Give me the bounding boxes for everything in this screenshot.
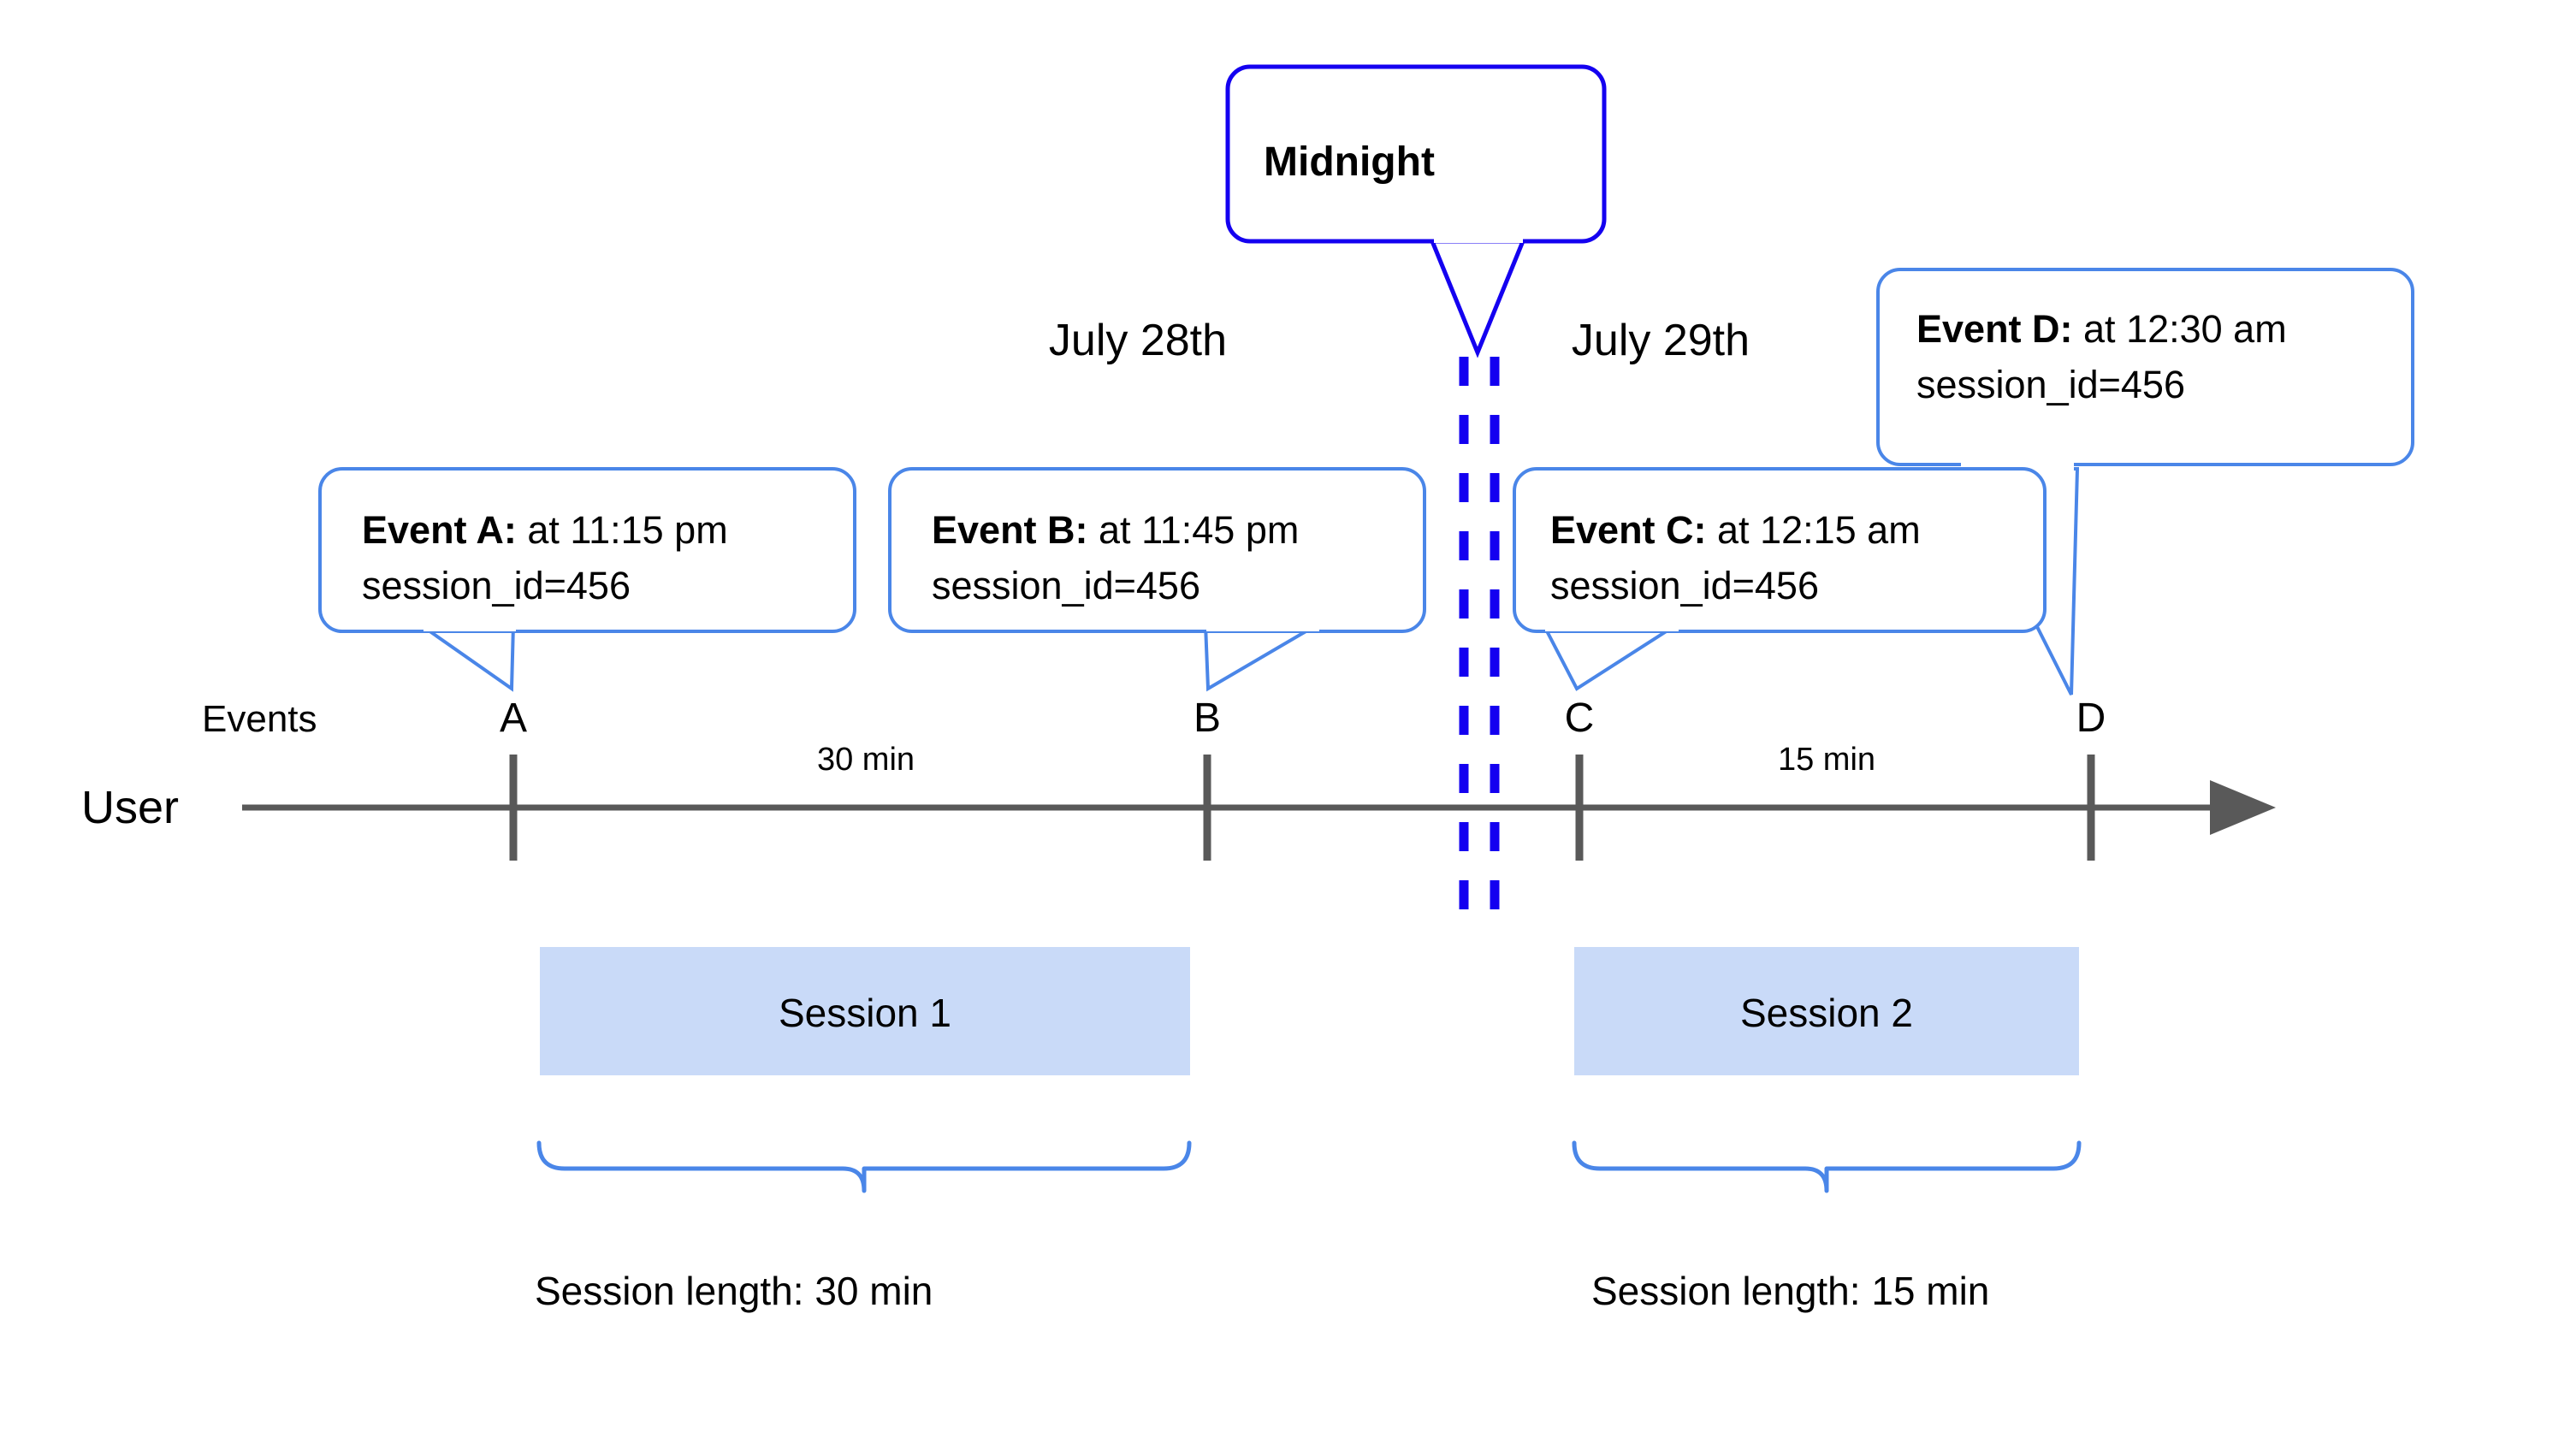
event-b-time: at 11:45 pm <box>1088 508 1300 552</box>
event-b-callout-text: Event B: at 11:45 pm session_id=456 <box>932 508 1299 607</box>
axis-row-label: User <box>81 782 179 833</box>
event-a-title: Event A: <box>362 508 517 552</box>
date-label-right: July 29th <box>1572 316 1750 365</box>
event-c-callout-body <box>1513 467 2047 633</box>
event-a-callout-tail <box>414 623 516 692</box>
event-c-callout <box>1513 467 2047 691</box>
tick-label-d: D <box>2076 695 2106 741</box>
event-d-title: Event D: <box>1916 307 2073 351</box>
timeline-arrow-icon <box>2210 780 2276 835</box>
midnight-tail-mask <box>1434 231 1523 243</box>
event-a-tail-mask <box>424 619 516 631</box>
event-d-callout-body <box>1876 268 2414 466</box>
duration-label-cd: 15 min <box>1778 742 1875 778</box>
event-b-callout-body <box>888 467 1426 633</box>
event-d-callout-text: Event D: at 12:30 am session_id=456 <box>1916 307 2287 406</box>
session-1-brace <box>536 1140 1192 1193</box>
events-label: Events <box>202 698 317 740</box>
session-1-box <box>540 947 1190 1075</box>
midnight-callout-body <box>1225 64 1607 244</box>
event-d-line2: session_id=456 <box>1916 363 2185 406</box>
tick-label-b: B <box>1194 695 1221 741</box>
svg-text:Event C: at 12:15 am: Event C: at 12:15 am <box>1550 508 1921 552</box>
midnight-callout-tail <box>1427 234 1528 358</box>
event-c-title: Event C: <box>1550 508 1707 552</box>
svg-text:Event D: at 12:30 am: Event D: at 12:30 am <box>1916 307 2287 351</box>
svg-text:Event B: at 11:45 pm: Event B: at 11:45 pm <box>932 508 1299 552</box>
duration-label-ab: 30 min <box>817 742 915 778</box>
event-b-callout-tail <box>1203 623 1324 692</box>
midnight-label: Midnight <box>1264 139 1435 185</box>
event-b-tail-mask <box>1206 619 1319 631</box>
event-a-line2: session_id=456 <box>362 564 631 607</box>
event-a-callout-text: Event A: at 11:15 pm session_id=456 <box>362 508 728 607</box>
event-b-title: Event B: <box>932 508 1088 552</box>
session-2-label: Session 2 <box>1740 991 1913 1035</box>
event-d-time: at 12:30 am <box>2073 307 2287 351</box>
event-c-tail-mask <box>1545 619 1679 631</box>
event-c-callout-text: Event C: at 12:15 am session_id=456 <box>1550 508 1921 607</box>
session-1-label: Session 1 <box>779 991 951 1035</box>
tick-label-c: C <box>1565 695 1595 741</box>
event-c-line2: session_id=456 <box>1550 564 1819 607</box>
session-2-brace <box>1572 1140 2082 1193</box>
session-1-length-label: Session length: 30 min <box>535 1269 933 1313</box>
event-c-callout-tail <box>1540 623 1683 691</box>
tick-label-a: A <box>500 695 527 741</box>
event-b-line2: session_id=456 <box>932 564 1200 607</box>
date-label-left: July 28th <box>1049 316 1227 365</box>
svg-text:Event A: at 11:15 pm: Event A: at 11:15 pm <box>362 508 728 552</box>
session-2-length-label: Session length: 15 min <box>1591 1269 1989 1313</box>
session-2-box <box>1574 947 2079 1075</box>
event-c-time: at 12:15 am <box>1707 508 1921 552</box>
event-a-callout-body <box>318 467 856 633</box>
event-a-time: at 11:15 pm <box>517 508 728 552</box>
event-b-callout <box>888 467 1426 692</box>
midnight-callout <box>1225 64 1607 358</box>
event-a-callout <box>318 467 856 692</box>
